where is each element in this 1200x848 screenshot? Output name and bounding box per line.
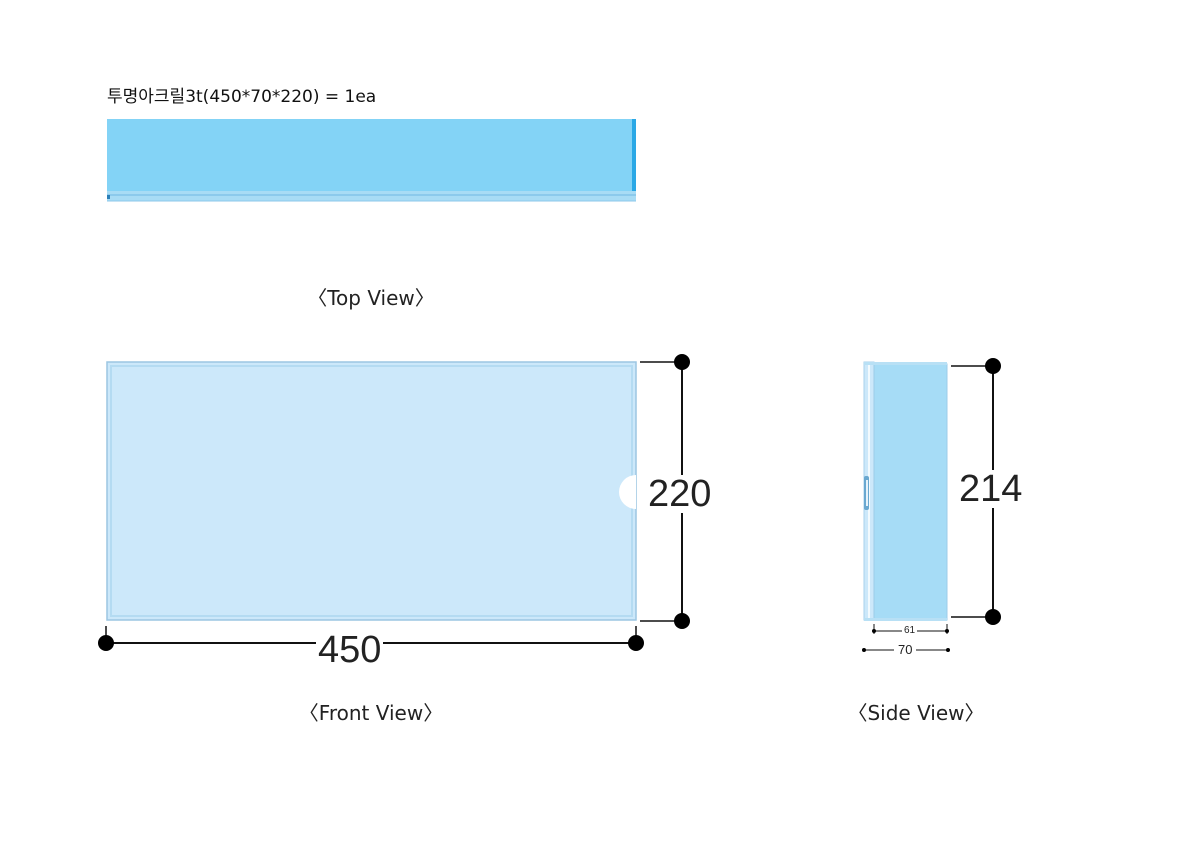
- front-view-drawing: [98, 354, 690, 651]
- front-height-label: 220: [646, 473, 714, 515]
- top-view-panel: [107, 119, 636, 191]
- side-height-label: 214: [957, 468, 1025, 510]
- top-view-corner-mark: [107, 195, 110, 199]
- front-width-dot-left: [98, 635, 114, 651]
- side-view-bottom-edge: [864, 618, 947, 621]
- top-view-caption: 〈Top View〉: [307, 286, 435, 310]
- side-view-body: [873, 363, 948, 621]
- side-view-notch-highlight: [866, 480, 868, 506]
- side-inner-depth-dot-left: [872, 629, 876, 633]
- front-height-dot-bottom: [674, 613, 690, 629]
- top-view-right-edge: [632, 119, 636, 191]
- front-view-caption: 〈Front View〉: [298, 701, 444, 725]
- side-height-dot-top: [985, 358, 1001, 374]
- front-width-dot-right: [628, 635, 644, 651]
- side-inner-depth-dot-right: [945, 629, 949, 633]
- side-depth-label: 70: [894, 643, 917, 656]
- top-view-drawing: [107, 119, 636, 202]
- finger-notch: [619, 475, 636, 509]
- top-view-bottom-strip: [107, 191, 636, 201]
- side-depth-dot-right: [946, 648, 950, 652]
- side-view-caption: 〈Side View〉: [847, 701, 985, 725]
- front-width-label: 450: [316, 629, 384, 671]
- side-view-top-edge: [864, 362, 947, 365]
- front-height-dot-top: [674, 354, 690, 370]
- side-inner-depth-label: 61: [902, 625, 918, 636]
- side-depth-dot-left: [862, 648, 866, 652]
- side-height-dot-bottom: [985, 609, 1001, 625]
- front-view-panel: [106, 361, 637, 621]
- spec-title: 투명아크릴3t(450*70*220) = 1ea: [107, 87, 377, 107]
